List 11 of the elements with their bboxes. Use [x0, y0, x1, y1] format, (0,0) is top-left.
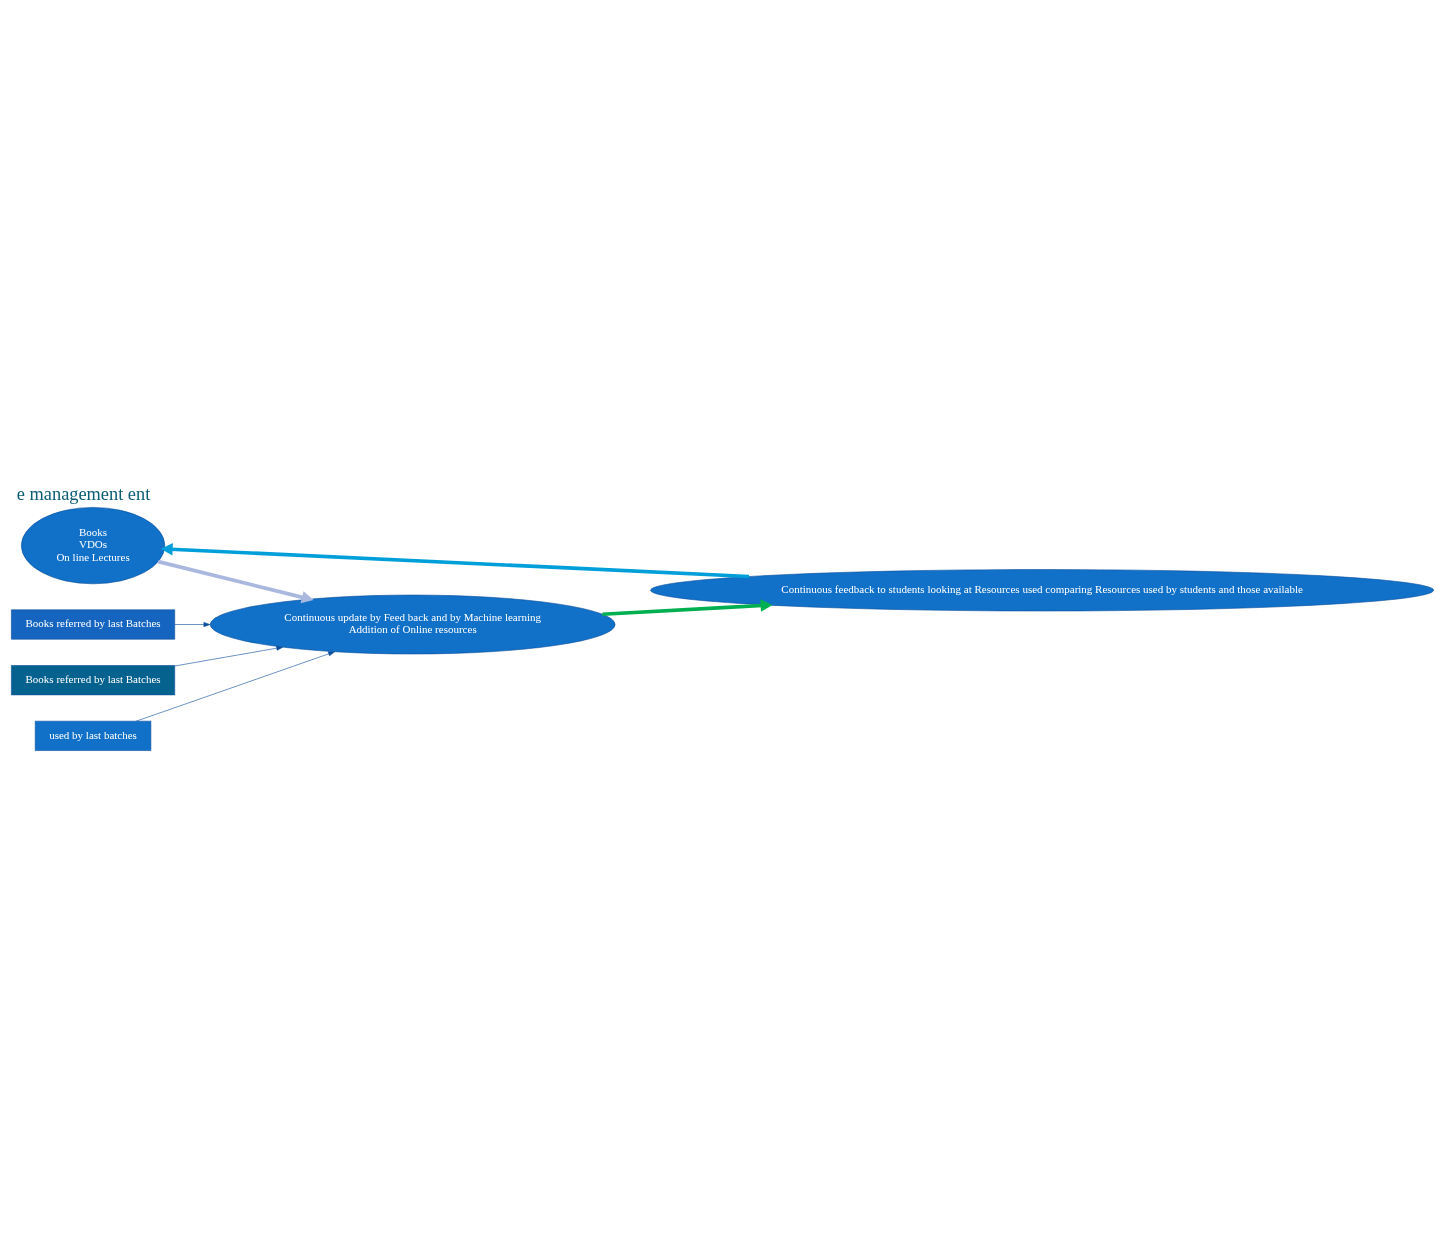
arrow	[135, 651, 335, 722]
node-ellipse: Books VDOs On line Lectures	[21, 507, 166, 585]
node-box: Books referred by last Batches	[11, 609, 176, 640]
arrow	[174, 645, 284, 667]
arrow	[602, 599, 773, 617]
arrow	[174, 622, 211, 627]
node-box: Books referred by last Batches	[11, 665, 176, 696]
arrow	[160, 543, 750, 579]
arrow	[157, 559, 314, 604]
diagram-title: e management ent	[16, 483, 151, 504]
node-box: used by last batches	[34, 720, 152, 751]
